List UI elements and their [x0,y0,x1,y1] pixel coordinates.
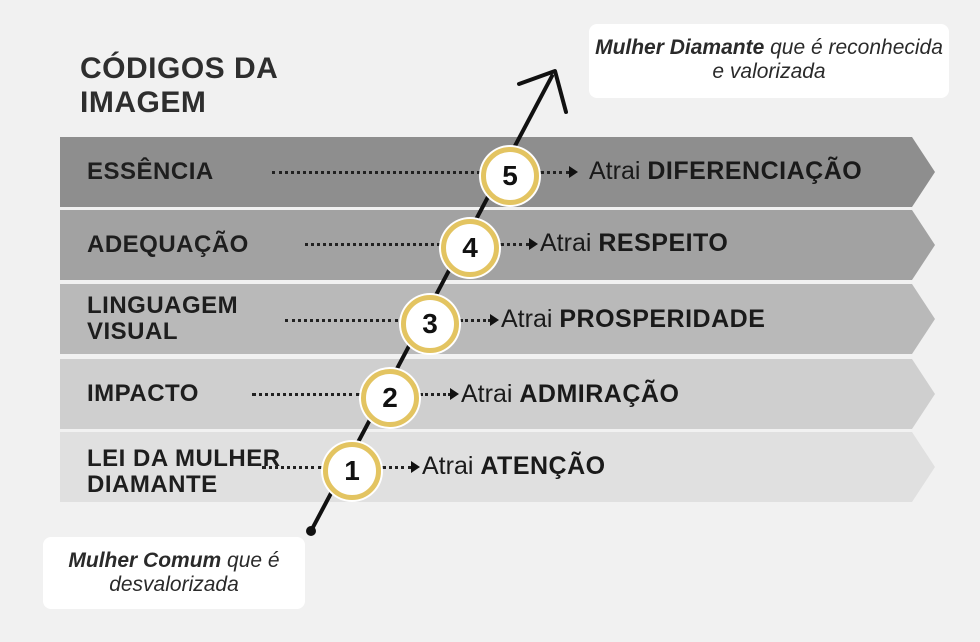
connector-2-left [252,393,360,396]
top-callout: Mulher Diamante que é reconhecida e valo… [589,24,949,98]
connector-2-arrowhead [450,388,459,400]
connector-5-left [272,171,480,174]
connector-1-right [382,466,412,469]
growth-arrow-head [517,69,568,114]
connector-1-arrowhead [411,461,420,473]
connector-3-left [285,319,398,322]
level-2-label: IMPACTO [87,380,199,407]
level-4-result-prefix: Atrai [540,229,599,257]
level-3-result-prefix: Atrai [501,305,560,333]
connector-5-right [540,171,570,174]
band-level-1 [60,432,935,502]
level-5-result-prefix: Atrai [589,157,648,185]
badge-4: 4 [441,219,499,277]
connector-1-left [262,466,322,469]
level-1-label: LEI DA MULHER DIAMANTE [87,445,281,498]
top-callout-bold: Mulher Diamante [595,36,765,59]
connector-3-arrowhead [490,314,499,326]
badge-3: 3 [401,295,459,353]
diagram-title: CÓDIGOS DA IMAGEM [80,52,278,119]
top-callout-text: que é reconhecida e valorizada [712,36,943,83]
badge-2: 2 [361,369,419,427]
level-1-result-value: ATENÇÃO [480,452,606,480]
band-level-2 [60,359,935,429]
level-1-result-prefix: Atrai [422,452,481,480]
level-3-result-value: PROSPERIDADE [559,305,766,333]
connector-4-left [305,243,440,246]
level-5-label: ESSÊNCIA [87,158,214,185]
level-3-label: LINGUAGEM VISUAL [87,292,239,345]
growth-arrow-start-dot [306,526,316,536]
level-5-result: Atrai DIFERENCIAÇÃO [589,157,862,185]
level-4-result-value: RESPEITO [598,229,729,257]
bottom-callout-text: que é desvalorizada [109,549,280,596]
level-1-result: Atrai ATENÇÃO [422,452,606,480]
level-5-result-value: DIFERENCIAÇÃO [647,157,863,185]
level-4-label: ADEQUAÇÃO [87,231,249,258]
bottom-callout-bold: Mulher Comum [68,549,222,572]
level-2-result-value: ADMIRAÇÃO [519,380,680,408]
connector-5-arrowhead [569,166,578,178]
level-2-result-prefix: Atrai [461,380,520,408]
connector-4-right [500,243,530,246]
connector-3-right [460,319,491,322]
badge-5: 5 [481,147,539,205]
level-4-result: Atrai RESPEITO [540,229,728,257]
connector-4-arrowhead [529,238,538,250]
bottom-callout: Mulher Comum que é desvalorizada [43,537,305,609]
connector-2-right [420,393,451,396]
level-2-result: Atrai ADMIRAÇÃO [461,380,679,408]
level-3-result: Atrai PROSPERIDADE [501,305,765,333]
badge-1: 1 [323,442,381,500]
